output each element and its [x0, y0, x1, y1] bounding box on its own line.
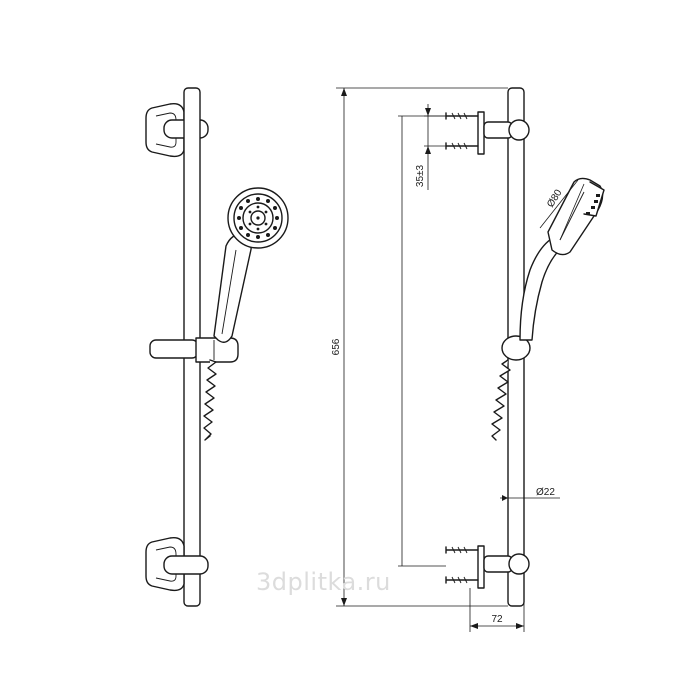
side-hose — [491, 359, 511, 441]
side-slider — [501, 335, 531, 361]
dim-overall-height: 656 — [331, 87, 508, 607]
dim-label-22: Ø22 — [536, 487, 555, 498]
dim-label-35: 35±3 — [415, 164, 426, 187]
side-handset — [519, 177, 605, 341]
side-view: 656 35±3 Ø80 Ø22 — [331, 87, 605, 632]
dim-label-72: 72 — [491, 614, 503, 625]
watermark: 3dplitka.ru — [256, 568, 391, 596]
dim-rail-diameter: Ø22 — [500, 487, 560, 501]
front-hose — [203, 359, 217, 441]
front-slider — [149, 337, 239, 363]
side-top-bracket — [445, 111, 530, 155]
front-handset-handle — [213, 233, 253, 343]
front-view — [145, 87, 289, 607]
front-bottom-bracket — [145, 536, 209, 592]
dim-bracket-offset: 35±3 — [415, 104, 446, 190]
dim-label-656: 656 — [331, 338, 342, 355]
dim-wall-projection: 72 — [469, 588, 525, 632]
side-bottom-bracket — [445, 545, 530, 589]
front-handset-head — [227, 187, 289, 249]
